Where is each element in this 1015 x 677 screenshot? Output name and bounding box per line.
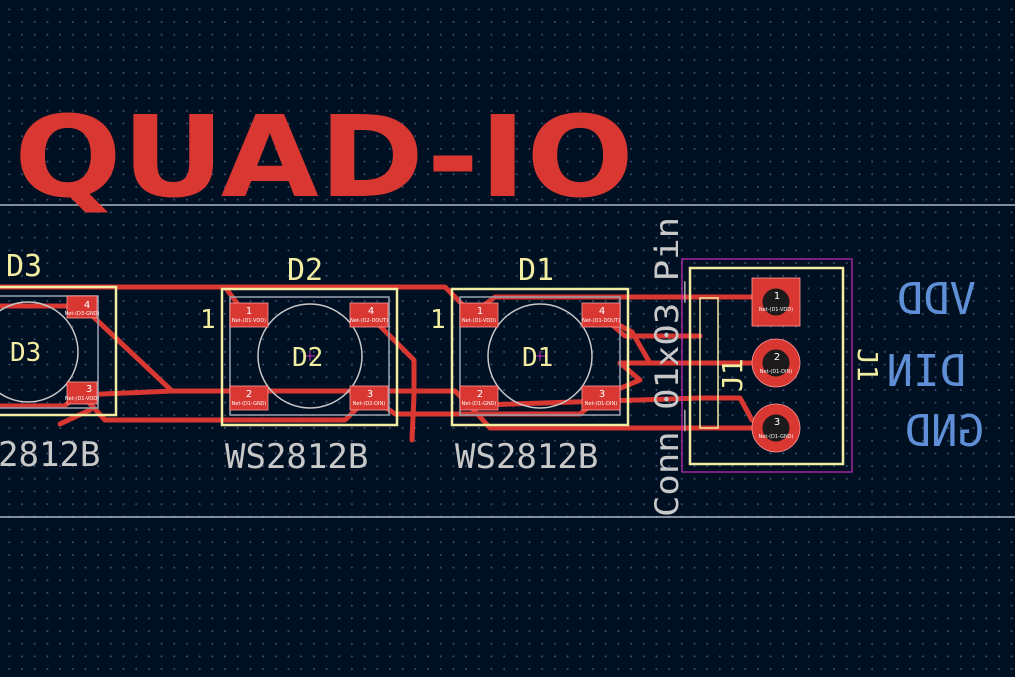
connector-j1-fab-outline <box>688 266 845 466</box>
track-d2-diag <box>367 313 417 443</box>
back-silkscreen-labels: VDD DIN GND <box>887 274 984 457</box>
led-d1-pad-4-number: 4 <box>599 306 605 317</box>
led-d1-pin1-label: 1 <box>430 305 446 335</box>
led-d1-value: WS2812B <box>455 437 598 477</box>
quad-io-logo: QUAD-IO <box>14 93 634 223</box>
led-d3-fab-outline <box>0 285 118 417</box>
led-d1-ref-center: D1 <box>522 343 553 373</box>
led-d1-pad-4[interactable]: 4 Net-(D1-DOUT) <box>581 302 621 328</box>
led-d2-pad-2-number: 2 <box>246 389 252 400</box>
led-d1-body <box>459 296 621 416</box>
led-d3-pad-3[interactable]: 3 Net-(D1-VDD) <box>65 381 99 405</box>
led-d1-pad-3-net: Net-(D1-DIN) <box>585 401 617 407</box>
led-d1[interactable]: D1 D1 1 WS2812B 1 Net-(D1-VDD) 2 Net-(D1… <box>430 253 630 477</box>
led-d3-ref: D3 <box>6 249 42 284</box>
led-d3-pad-3-number: 3 <box>86 384 92 395</box>
led-d2-body <box>229 296 390 416</box>
led-d2-pad-2[interactable]: 2 Net-(D1-GND) <box>229 385 269 411</box>
led-d2-fab-outline <box>220 287 399 427</box>
led-d2-pad-1-number: 1 <box>246 306 252 317</box>
led-d1-lens <box>487 303 593 409</box>
led-d2-pad-4[interactable]: 4 Net-(D2-DOUT) <box>349 302 389 328</box>
track-vdd-connector <box>469 294 779 317</box>
led-d3-ref-center: D3 <box>10 338 41 368</box>
led-d3-lens <box>0 301 79 403</box>
connector-j1-courtyard <box>681 258 853 473</box>
led-d1-pad-3-number: 3 <box>599 389 605 400</box>
led-d2-pad-4-net: Net-(D2-DOUT) <box>350 318 388 324</box>
led-d1-pad-2-number: 2 <box>477 389 483 400</box>
track-d2dout-d3din <box>79 392 373 423</box>
led-d3[interactable]: D3 D3 2812B 4 Net-(D3-GND) 3 Net-(D1-VDD… <box>0 249 118 475</box>
led-d1-ref: D1 <box>518 253 554 288</box>
led-d2-lens <box>257 303 363 409</box>
led-d3-body <box>0 295 99 409</box>
connector-j1-pad-3-number: 3 <box>774 417 780 428</box>
led-d3-pad-4-number: 4 <box>84 300 90 311</box>
led-d1-pad-2-net: Net-(D1-GND) <box>462 401 497 407</box>
connector-j1-pad-2[interactable]: 2 Net-(D1-DIN) <box>751 338 801 388</box>
connector-j1-ref: J1 <box>716 358 749 392</box>
led-d3-pad-4-net: Net-(D3-GND) <box>65 311 100 317</box>
led-d3-value: 2812B <box>0 435 100 475</box>
led-d2[interactable]: D2 D2 1 WS2812B 1 Net-(D1-VDD) 2 Net-(D1… <box>200 253 399 477</box>
back-label-din: DIN <box>887 346 966 397</box>
led-d2-pad-4-number: 4 <box>368 306 374 317</box>
led-d1-pad-1-number: 1 <box>477 306 483 317</box>
led-d1-pad-1[interactable]: 1 Net-(D1-VDD) <box>459 302 499 328</box>
led-d3-pad-4[interactable]: 4 Net-(D3-GND) <box>65 295 100 319</box>
connector-j1-pad-1-number: 1 <box>774 291 780 302</box>
connector-j1-pad-1[interactable]: 1 Net-(D1-VDD) <box>751 277 801 327</box>
track-j1-pin3 <box>697 395 755 423</box>
led-d2-ref-center: D2 <box>292 343 323 373</box>
connector-j1-pad-2-net: Net-(D1-DIN) <box>760 369 792 375</box>
led-d2-pad-3-net: Net-(D2-DIN) <box>353 401 385 407</box>
connector-j1-ref-back: J1 <box>851 348 884 382</box>
connector-j1-pad-1-net: Net-(D1-VDD) <box>759 307 793 313</box>
led-d2-ref: D2 <box>287 253 323 288</box>
led-d1-fab-outline <box>450 287 630 427</box>
led-d2-pad-3[interactable]: 3 Net-(D2-DIN) <box>349 385 389 411</box>
led-d2-pad-1[interactable]: 1 Net-(D1-VDD) <box>229 302 269 328</box>
led-d2-pad-3-number: 3 <box>367 389 373 400</box>
led-d2-pad-2-net: Net-(D1-GND) <box>232 401 267 407</box>
track-d3-diag <box>79 303 175 394</box>
connector-j1-body <box>699 297 719 429</box>
led-d2-pin1-label: 1 <box>200 305 216 335</box>
connector-j1-pad-3-net: Net-(D1-GND) <box>759 434 794 440</box>
led-d1-pad-2[interactable]: 2 Net-(D1-GND) <box>459 385 499 411</box>
led-d2-value: WS2812B <box>225 437 368 477</box>
connector-j1-pad-2-number: 2 <box>774 352 780 363</box>
led-d1-pad-3[interactable]: 3 Net-(D1-DIN) <box>581 385 621 411</box>
back-label-gnd: GND <box>905 406 984 457</box>
led-d3-pad-3-net: Net-(D1-VDD) <box>65 396 99 402</box>
connector-j1-value: Conn_01x03_Pin <box>648 217 686 517</box>
track-d3-exit <box>57 407 93 427</box>
back-label-vdd: VDD <box>897 274 976 325</box>
led-d1-pad-1-net: Net-(D1-VDD) <box>462 318 496 324</box>
led-d1-pad-4-net: Net-(D1-DOUT) <box>582 318 620 324</box>
track-din-d1 <box>599 360 779 399</box>
connector-j1[interactable]: Conn_01x03_Pin J1 J1 1 Net-(D1-VDD) 2 Ne… <box>648 217 884 517</box>
led-d2-pad-1-net: Net-(D1-VDD) <box>232 318 266 324</box>
connector-j1-pad-3[interactable]: 3 Net-(D1-GND) <box>751 403 801 453</box>
